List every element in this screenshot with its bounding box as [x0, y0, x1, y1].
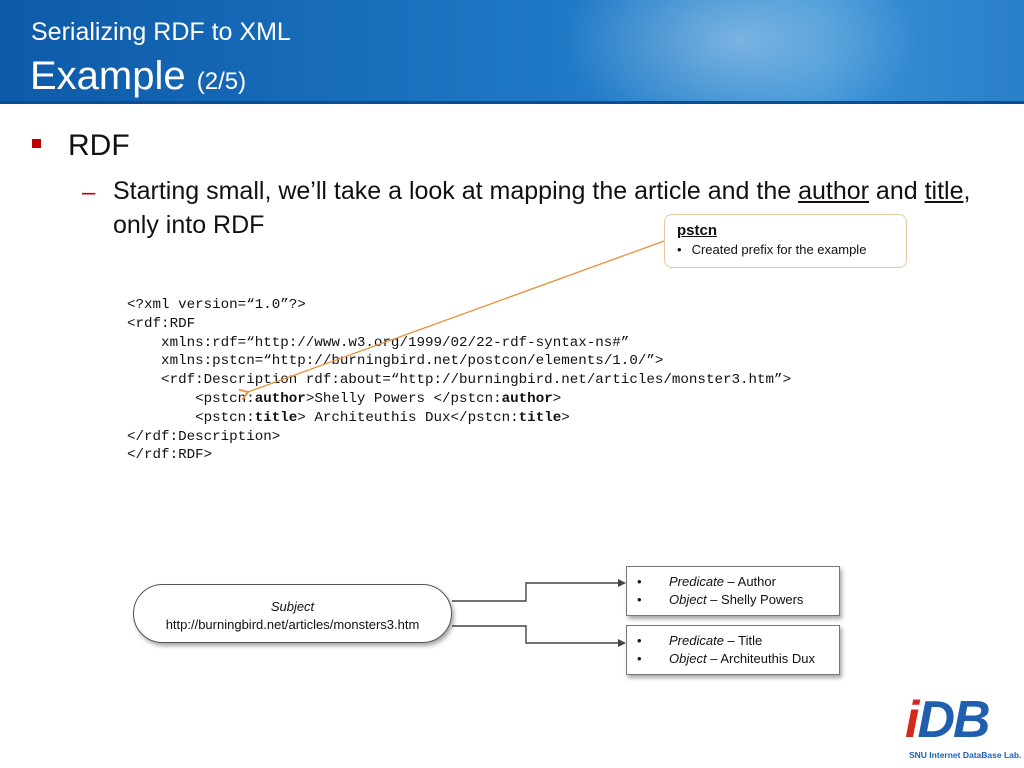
- predicate-label: Predicate: [669, 574, 724, 589]
- code-fragment: > Architeuthis Dux</pstcn:: [297, 409, 519, 426]
- logo-letters-db: DB: [917, 691, 990, 749]
- code-line-title: <pstcn:title> Architeuthis Dux</pstcn:ti…: [127, 410, 570, 426]
- code-line: <rdf:RDF: [127, 315, 196, 332]
- sub-text-author: author: [798, 177, 869, 205]
- callout-pointer-arrow: [238, 240, 665, 401]
- object-label: Object: [669, 650, 707, 666]
- sub-text-end: , only into RDF: [113, 177, 971, 239]
- predicate-value: – Title: [723, 633, 763, 648]
- object-row: • Object – Shelly Powers: [637, 591, 839, 609]
- object-value: – Architeuthis Dux: [706, 650, 815, 666]
- subject-label: Subject: [270, 599, 315, 614]
- logo-subtitle: SNU Internet DataBase Lab.: [909, 750, 1022, 760]
- bullet: •: [637, 574, 642, 589]
- title-bar: Serializing RDF to XML Example (2/5): [0, 0, 1024, 104]
- slide-title-line2: Example (2/5): [30, 54, 246, 99]
- code-line: <?xml version=“1.0”?>: [127, 297, 306, 313]
- code-fragment: >: [561, 409, 570, 426]
- bullet: •: [637, 591, 642, 607]
- subject-node: Subject http://burningbird.net/articles/…: [133, 584, 452, 643]
- logo-letter-i: i: [905, 691, 920, 749]
- idb-logo: iDB SNU Internet DataBase Lab.: [905, 690, 1022, 764]
- code-line: <rdf:Description rdf:about=“http://burni…: [127, 372, 792, 389]
- connector-arrowhead-icon: [618, 579, 626, 587]
- code-fragment: <pstcn:: [127, 409, 255, 426]
- code-keyword: title: [254, 409, 298, 426]
- rdf-xml-code-block: <?xml version=“1.0”?> <rdf:RDF xmlns:rdf…: [127, 296, 791, 465]
- sub-bullet-text: Starting small, we’ll take a look at map…: [113, 174, 993, 242]
- code-keyword: title: [518, 409, 562, 426]
- object-value: – Shelly Powers: [706, 591, 804, 607]
- predicate-value: – Author: [723, 574, 776, 589]
- callout-bullet: •: [677, 242, 682, 257]
- code-line: xmlns:pstcn=“http://burningbird.net/post…: [127, 353, 664, 370]
- code-line: xmlns:rdf=“http://www.w3.org/1999/02/22-…: [127, 334, 630, 351]
- callout-text: Created prefix for the example: [691, 242, 867, 257]
- predicate-row: • Predicate – Title: [637, 632, 839, 650]
- sub-text-start: Starting small, we’ll take a look at map…: [113, 177, 799, 205]
- predicate-box-author: • Predicate – Author • Object – Shelly Pow…: [626, 566, 840, 616]
- bullet: •: [637, 633, 642, 648]
- subject-to-title-connector: [452, 625, 622, 644]
- object-row: • Object – Architeuthis Dux: [637, 650, 839, 668]
- subject-to-author-connector: [452, 582, 622, 602]
- slide-title-line1: Serializing RDF to XML: [31, 18, 291, 46]
- title-bar-glow: [560, 0, 920, 104]
- slide-title-part: (2/5): [196, 68, 247, 95]
- code-keyword: author: [501, 390, 553, 407]
- callout-body: • Created prefix for the example: [677, 242, 894, 257]
- predicate-box-title: • Predicate – Title • Object – Architeuthi…: [626, 625, 840, 675]
- bullet-rdf: RDF: [68, 129, 130, 162]
- object-label: Object: [669, 591, 707, 607]
- bullet: •: [637, 650, 642, 666]
- slide-title-main: Example: [30, 54, 186, 98]
- red-square-bullet-icon: [32, 139, 41, 148]
- subject-uri: http://burningbird.net/articles/monsters…: [165, 617, 420, 632]
- callout-title: pstcn: [677, 222, 718, 239]
- predicate-row: • Predicate – Author: [637, 573, 839, 591]
- code-fragment: >: [552, 390, 562, 407]
- logo-letters: iDB: [905, 690, 991, 750]
- dash-bullet-icon: –: [82, 179, 96, 206]
- predicate-label: Predicate: [669, 633, 724, 648]
- connector-arrowhead-icon: [618, 639, 626, 647]
- pstcn-callout: pstcn • Created prefix for the example: [664, 214, 907, 268]
- code-line: </rdf:RDF>: [127, 447, 213, 464]
- sub-text-title: title: [924, 177, 964, 205]
- code-line: </rdf:Description>: [127, 428, 281, 445]
- code-keyword: author: [254, 390, 306, 407]
- sub-text-mid: and: [868, 177, 925, 205]
- code-fragment: >Shelly Powers </pstcn:: [305, 390, 502, 407]
